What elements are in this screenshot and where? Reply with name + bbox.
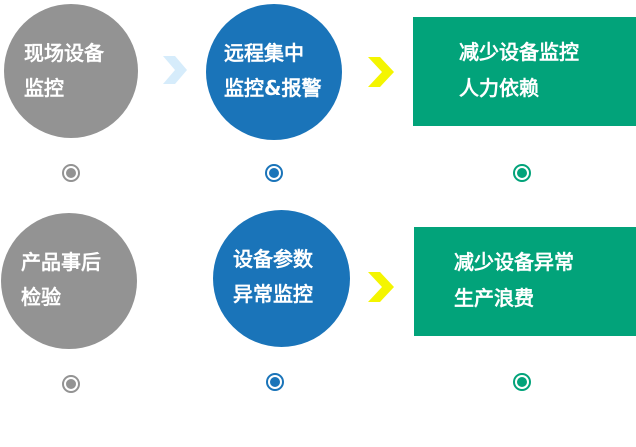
outcome-line1: 减少设备异常 bbox=[454, 250, 574, 274]
outcome-line1: 减少设备监控 bbox=[459, 40, 579, 64]
stage-before-circle: 现场设备 监控 bbox=[4, 4, 138, 138]
marker-dot-green bbox=[513, 373, 531, 391]
outcome-box: 减少设备异常 生产浪费 bbox=[414, 227, 636, 336]
stage-before-circle: 产品事后 检验 bbox=[1, 213, 137, 349]
stage-during-circle: 设备参数 异常监控 bbox=[213, 210, 350, 347]
stage-during-line1: 设备参数 bbox=[233, 247, 313, 271]
outcome-box: 减少设备监控 人力依赖 bbox=[413, 17, 636, 126]
chevron-right-icon bbox=[368, 57, 394, 87]
marker-dot-gray bbox=[62, 164, 80, 182]
stage-before-line2: 检验 bbox=[21, 285, 61, 309]
stage-before-line2: 监控 bbox=[24, 76, 64, 100]
stage-during-line1: 远程集中 bbox=[224, 41, 304, 65]
outcome-text: 减少设备监控 人力依赖 bbox=[459, 34, 579, 106]
outcome-line2: 生产浪费 bbox=[454, 286, 534, 310]
stage-before-line1: 产品事后 bbox=[21, 250, 101, 274]
stage-before-line1: 现场设备 bbox=[24, 41, 104, 65]
stage-during-text: 设备参数 异常监控 bbox=[233, 242, 313, 312]
stage-during-line2: 异常监控 bbox=[233, 282, 313, 306]
marker-dot-green bbox=[513, 164, 531, 182]
chevron-right-icon bbox=[163, 56, 187, 84]
stage-during-text: 远程集中 监控&报警 bbox=[224, 36, 321, 106]
outcome-line2: 人力依赖 bbox=[459, 76, 539, 100]
stage-during-line2: 监控&报警 bbox=[224, 76, 322, 100]
outcome-text: 减少设备异常 生产浪费 bbox=[454, 244, 574, 316]
marker-dot-blue bbox=[266, 373, 284, 391]
stage-during-circle: 远程集中 监控&报警 bbox=[206, 4, 342, 140]
marker-dot-blue bbox=[265, 164, 283, 182]
stage-before-text: 现场设备 监控 bbox=[24, 36, 104, 106]
marker-dot-gray bbox=[62, 375, 80, 393]
stage-before-text: 产品事后 检验 bbox=[21, 245, 101, 315]
chevron-right-icon bbox=[368, 272, 394, 302]
